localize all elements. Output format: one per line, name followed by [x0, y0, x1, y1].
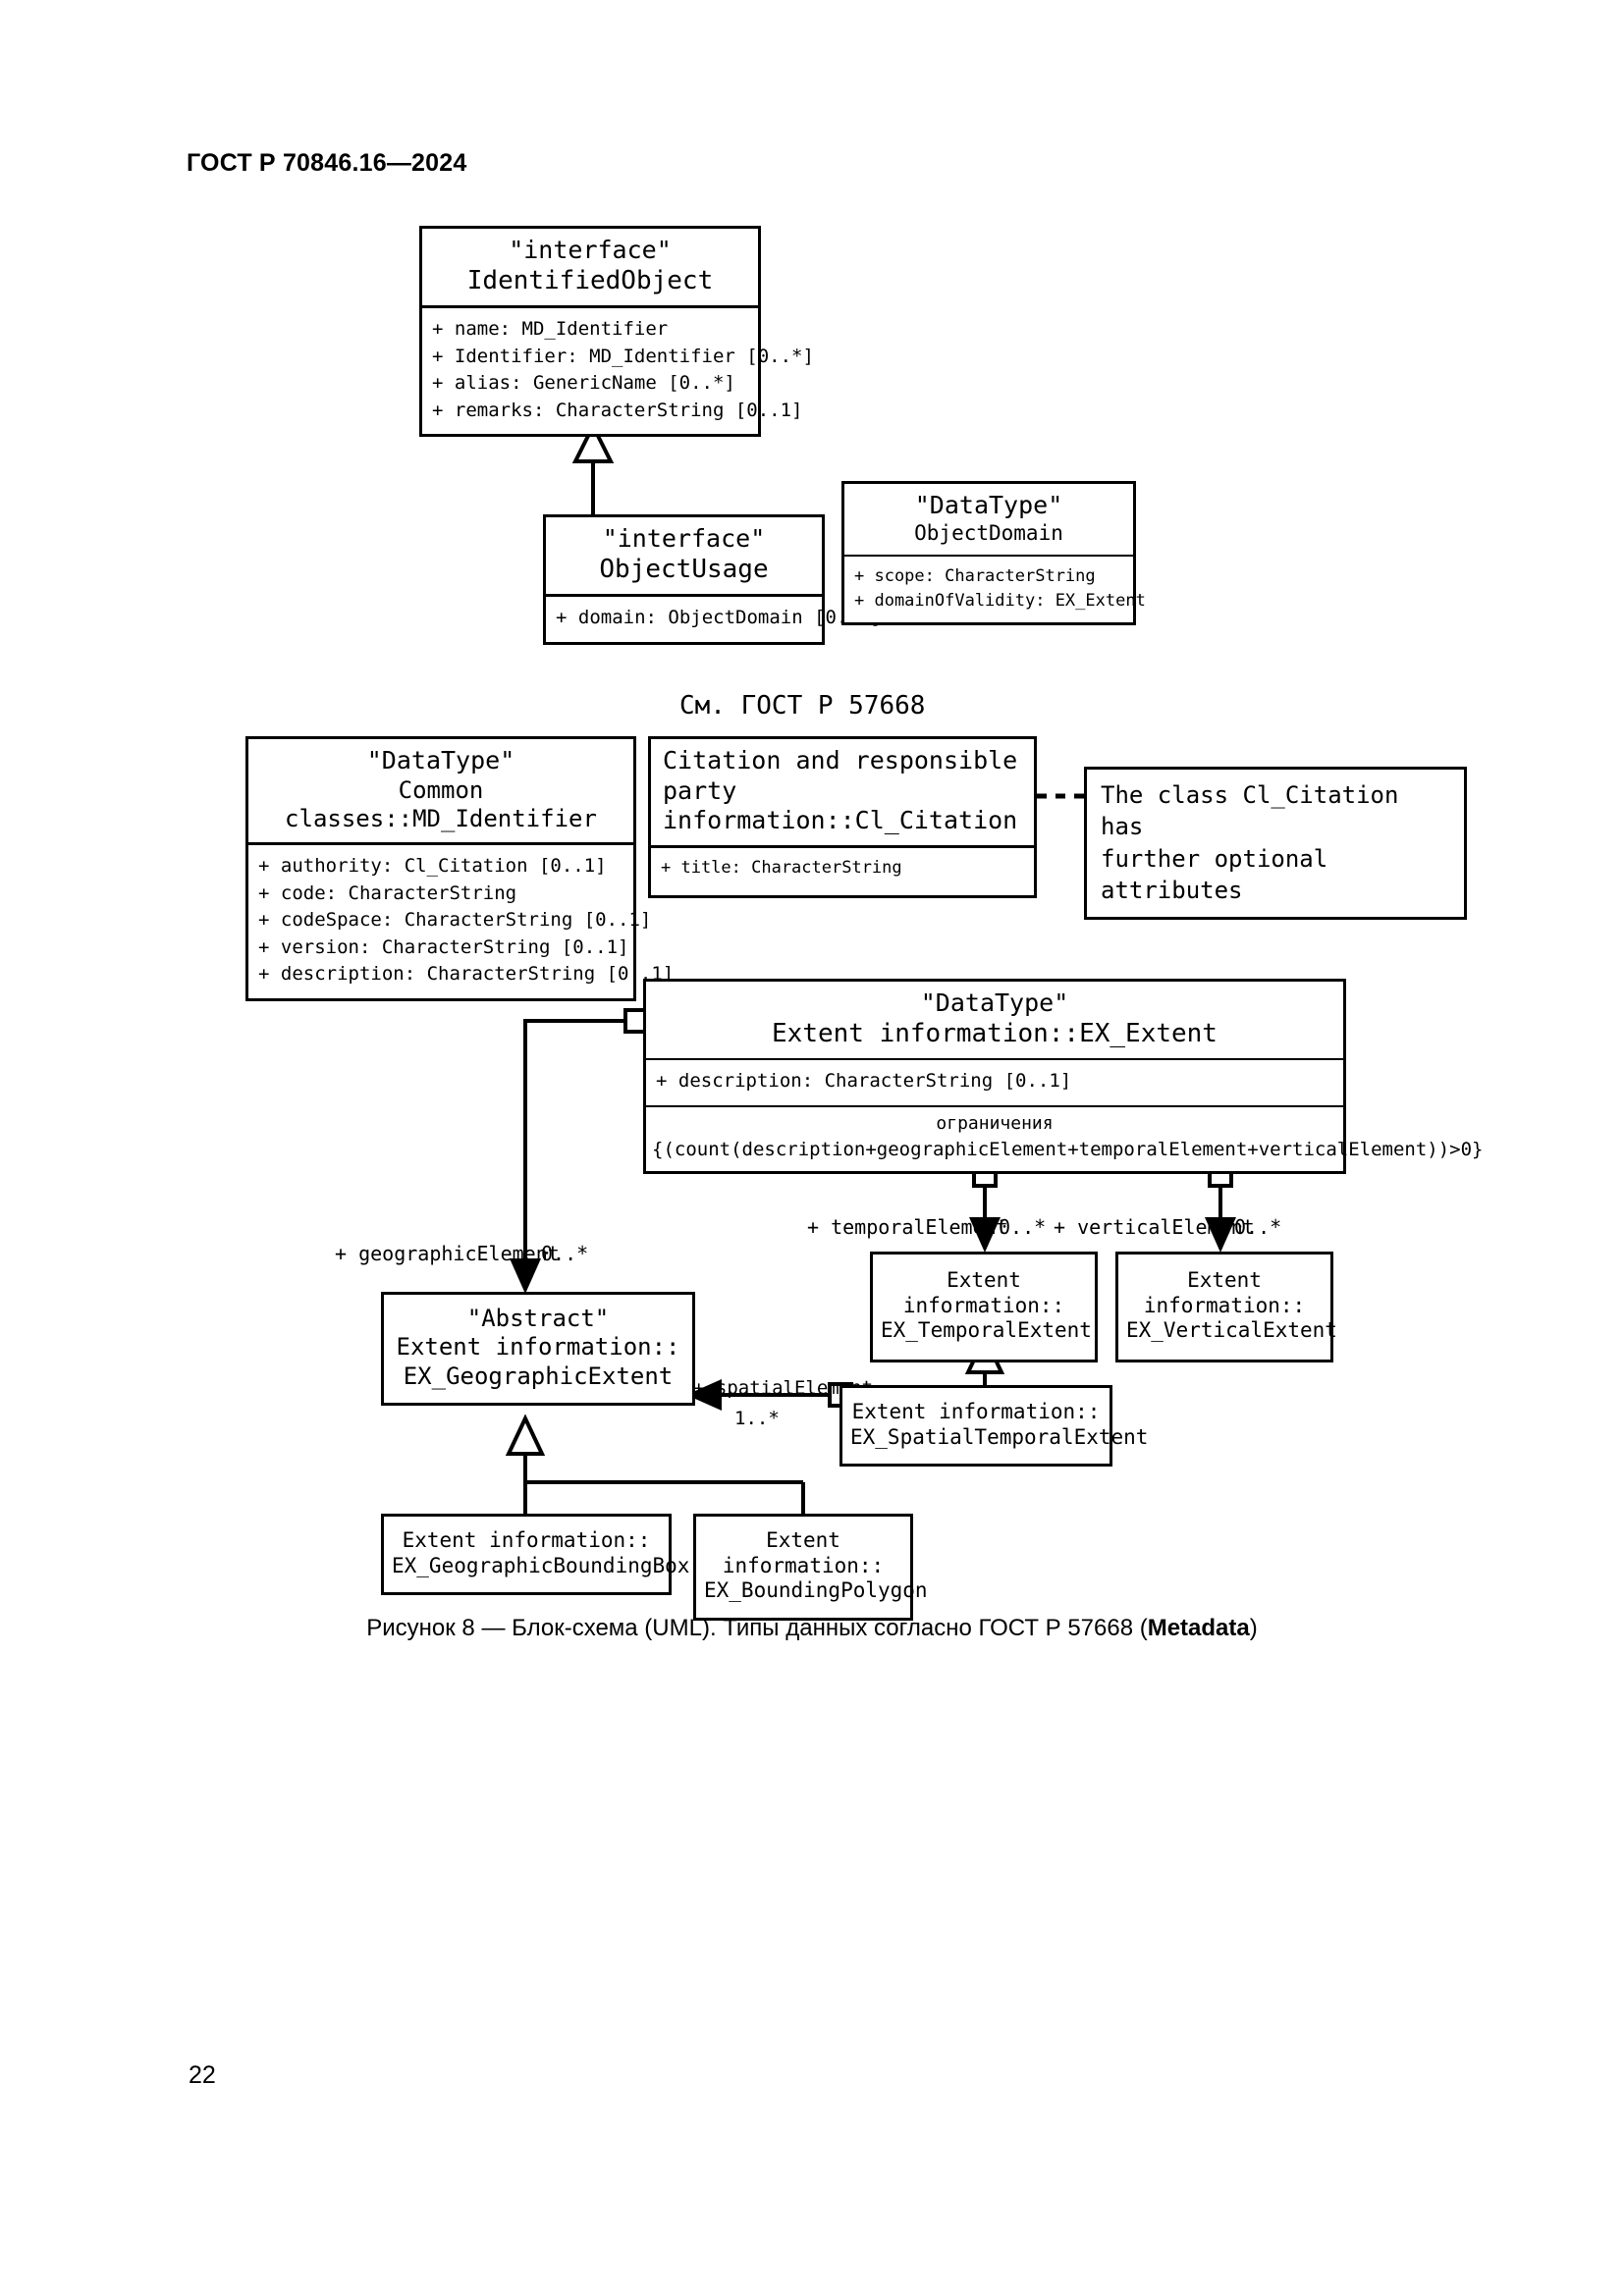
uml-class-identifiedobject[interactable]: "interface" IdentifiedObject + name: MD_…: [419, 226, 814, 438]
attribute-row: + description: CharacterString [0..1]: [258, 963, 675, 986]
class-name-label-line2: EX_BoundingPolygon: [704, 1578, 928, 1603]
page-number: 22: [189, 2061, 216, 2089]
uml-header-ex-geographicboundingbox: Extent information:: EX_GeographicBoundi…: [384, 1517, 690, 1592]
attribute-row: + authority: Cl_Citation [0..1]: [258, 855, 607, 878]
uml-attributes-objectdomain: + scope: CharacterString + domainOfValid…: [844, 557, 1146, 622]
class-name-label-line1: Extent information::: [851, 1400, 1101, 1423]
multiplicity-label-temporalelement: 0..*: [999, 1215, 1047, 1239]
uml-header-objectusage: "interface" ObjectUsage: [546, 517, 822, 594]
class-name-label: IdentifiedObject: [466, 265, 714, 295]
section-divider: [646, 1104, 1343, 1107]
stereotype-label: "interface": [509, 236, 672, 264]
attribute-row: + domain: ObjectDomain [0..*]: [556, 607, 882, 629]
stereotype-label: "DataType": [920, 988, 1069, 1017]
role-label-spatialelement: + spatialElement: [693, 1377, 874, 1399]
class-name-label-line1: Extent information::: [722, 1528, 885, 1577]
attribute-row: + remarks: CharacterString [0..1]: [432, 399, 803, 421]
uml-attributes-objectusage: + domain: ObjectDomain [0..*]: [546, 597, 882, 642]
uml-class-ex-spatialtemporalextent[interactable]: Extent information:: EX_SpatialTemporalE…: [839, 1385, 1149, 1468]
constraint-expression: {(count(description+geographicElement+te…: [652, 1138, 1484, 1160]
uml-attributes-ex-extent: + description: CharacterString [0..1]: [646, 1060, 1343, 1105]
role-label-temporalelement: + temporalElement: [807, 1215, 1008, 1239]
uml-class-ex-boundingpolygon[interactable]: Extent information:: EX_BoundingPolygon: [693, 1514, 928, 1621]
uml-header-ex-spatialtemporalextent: Extent information:: EX_SpatialTemporalE…: [842, 1388, 1149, 1464]
class-name-label: ObjectDomain: [914, 520, 1063, 545]
uml-header-identifiedobject: "interface" IdentifiedObject: [422, 229, 758, 305]
class-name-label-line2: EX_SpatialTemporalExtent: [850, 1424, 1149, 1449]
uml-class-md-identifier[interactable]: "DataType" Common classes::MD_Identifier…: [245, 736, 675, 1001]
class-name-label-line2: EX_GeographicExtent: [403, 1362, 674, 1390]
figure-caption-suffix: ): [1249, 1615, 1258, 1641]
uml-class-ex-temporalextent[interactable]: Extent information:: EX_TemporalExtent: [870, 1252, 1098, 1362]
section-divider: [248, 842, 633, 846]
role-label-verticalelement: + verticalElement: [1054, 1215, 1255, 1239]
attribute-row: + name: MD_Identifier: [432, 318, 669, 341]
section-divider: [646, 1058, 1343, 1061]
figure-caption-bold: Metadata: [1147, 1615, 1250, 1641]
generalization-arrow-geographicextent: [505, 1414, 546, 1456]
attribute-row: + Identifier: MD_Identifier [0..*]: [432, 345, 814, 367]
attribute-row: + version: CharacterString [0..1]: [258, 935, 629, 958]
see-gost-reference-label: См. ГОСТ Р 57668: [679, 691, 926, 721]
uml-constraints-ex-extent: ограничения {(count(description+geograph…: [646, 1107, 1484, 1172]
figure-caption: Рисунок 8 — Блок-схема (UML). Типы данны…: [0, 1615, 1624, 1642]
class-name-label-line2: EX_GeographicBoundingBox: [392, 1553, 690, 1577]
uml-class-diagram: IdentifiedObject -->: [245, 226, 1484, 1621]
uml-header-ci-citation: Citation and responsible party informati…: [651, 739, 1034, 845]
class-name-label: ObjectUsage: [599, 554, 769, 584]
note-line2: further optional attributes: [1101, 844, 1328, 905]
uml-header-md-identifier: "DataType" Common classes::MD_Identifier: [248, 739, 633, 842]
stereotype-label: "DataType": [914, 491, 1063, 519]
uml-header-ex-geographicextent: "Abstract" Extent information:: EX_Geogr…: [384, 1295, 692, 1403]
uml-class-ex-extent[interactable]: "DataType" Extent information::EX_Extent…: [643, 979, 1484, 1175]
uml-class-ex-geographicextent[interactable]: "Abstract" Extent information:: EX_Geogr…: [381, 1292, 695, 1406]
class-name-label-line2: information::Cl_Citation: [663, 806, 1018, 834]
class-name-label-line1: Extent information::: [402, 1528, 651, 1552]
multiplicity-label-spatialelement: 1..*: [734, 1408, 780, 1429]
class-name-label-line2: EX_TemporalExtent: [881, 1318, 1092, 1343]
uml-header-objectdomain: "DataType" ObjectDomain: [844, 484, 1133, 555]
attribute-row: + description: CharacterString [0..1]: [656, 1070, 1072, 1093]
uml-class-objectdomain[interactable]: "DataType" ObjectDomain + scope: Charact…: [841, 481, 1146, 626]
section-divider: [651, 844, 1034, 848]
section-divider: [546, 594, 822, 598]
stereotype-label: "Abstract": [466, 1305, 610, 1332]
section-divider: [844, 555, 1133, 558]
attribute-row: + alias: GenericName [0..*]: [432, 372, 735, 395]
stereotype-label: "DataType": [366, 746, 515, 774]
note-ci-citation-optional-attributes: The class Cl_Citation has further option…: [1084, 767, 1467, 920]
multiplicity-label-verticalelement: 0..*: [1234, 1215, 1282, 1239]
uml-attributes-md-identifier: + authority: Cl_Citation [0..1] + code: …: [248, 845, 675, 998]
uml-class-ci-citation[interactable]: Citation and responsible party informati…: [648, 736, 1037, 898]
uml-attributes-identifiedobject: + name: MD_Identifier + Identifier: MD_I…: [422, 308, 814, 434]
figure-caption-prefix: Рисунок 8 — Блок-схема (UML). Типы данны…: [366, 1615, 1148, 1641]
uml-attributes-ci-citation: + title: CharacterString: [651, 848, 1034, 895]
uml-class-ex-geographicboundingbox[interactable]: Extent information:: EX_GeographicBoundi…: [381, 1514, 690, 1596]
attribute-row: + code: CharacterString: [258, 881, 517, 904]
class-name-label-line1: Extent information::: [396, 1333, 680, 1362]
uml-class-objectusage[interactable]: "interface" ObjectUsage + domain: Object…: [543, 514, 882, 645]
class-name-label-line1: Citation and responsible party: [663, 746, 1018, 805]
attribute-row: + codeSpace: CharacterString [0..1]: [258, 909, 652, 932]
uml-class-ex-verticalextent[interactable]: Extent information:: EX_VerticalExtent: [1115, 1252, 1337, 1362]
attribute-row: + scope: CharacterString: [854, 566, 1096, 587]
attribute-row: + domainOfValidity: EX_Extent: [854, 590, 1146, 611]
uml-header-ex-verticalextent: Extent information:: EX_VerticalExtent: [1118, 1255, 1337, 1360]
class-name-label: Common classes::MD_Identifier: [285, 775, 597, 832]
constraint-title: ограничения: [936, 1112, 1054, 1134]
uml-header-ex-temporalextent: Extent information:: EX_TemporalExtent: [873, 1255, 1095, 1360]
stereotype-label: "interface": [602, 524, 766, 553]
uml-header-ex-extent: "DataType" Extent information::EX_Extent: [646, 982, 1343, 1058]
note-line1: The class Cl_Citation has: [1101, 781, 1399, 841]
page-header-standard-number: ГОСТ Р 70846.16—2024: [187, 149, 467, 177]
class-name-label: Extent information::EX_Extent: [772, 1018, 1218, 1048]
class-name-label-line2: EX_VerticalExtent: [1126, 1318, 1337, 1343]
class-name-label-line1: Extent information::: [1143, 1268, 1306, 1317]
class-name-label-line1: Extent information::: [902, 1268, 1065, 1317]
attribute-row: + title: CharacterString: [661, 857, 902, 878]
role-label-geographicelement: + geographicElement: [335, 1242, 560, 1265]
multiplicity-label-geographicelement: 0..*: [541, 1242, 589, 1265]
uml-header-ex-boundingpolygon: Extent information:: EX_BoundingPolygon: [696, 1517, 928, 1618]
section-divider: [422, 305, 758, 309]
